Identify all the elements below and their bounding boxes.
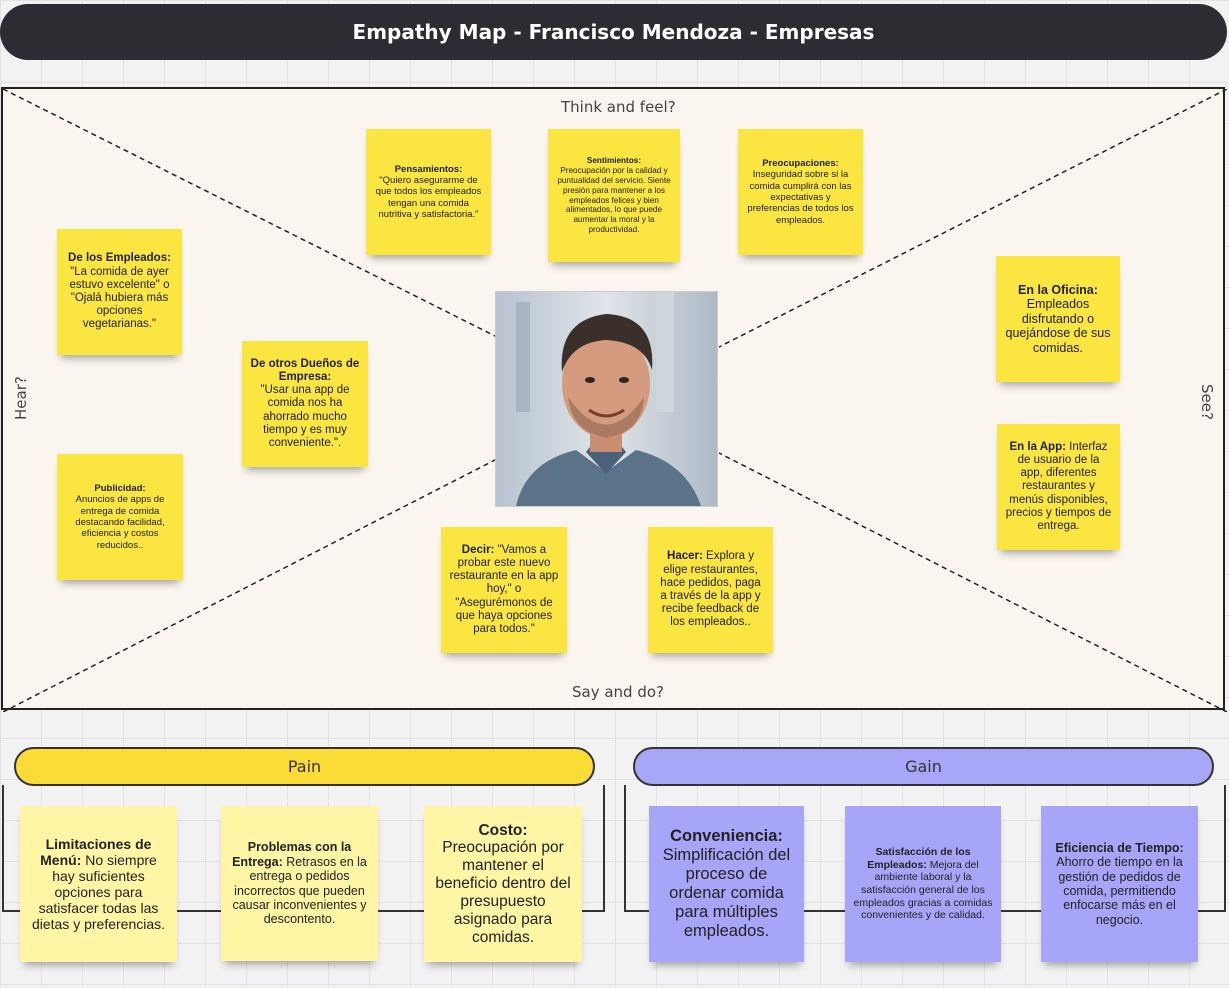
note-heading: Pensamientos:: [394, 163, 463, 175]
think-feel-label: Think and feel?: [561, 98, 676, 116]
note-text: "Vamos a probar este nuevo restaurante e…: [449, 543, 559, 636]
sticky-conveniencia[interactable]: Conveniencia:Simplificación del proceso …: [649, 806, 804, 962]
pain-pill: Pain: [14, 747, 595, 786]
sticky-en-la-oficina[interactable]: En la Oficina:Empleados disfrutando o qu…: [996, 256, 1120, 382]
note-text: Anuncios de apps de entrega de comida de…: [75, 494, 165, 551]
say-do-label: Say and do?: [572, 683, 665, 701]
note-heading: Decir:: [461, 543, 495, 556]
sticky-decir[interactable]: Decir: "Vamos a probar este nuevo restau…: [441, 527, 567, 653]
sticky-de-los-empleados[interactable]: De los Empleados: "La comida de ayer est…: [57, 229, 182, 355]
sticky-eficiencia-tiempo[interactable]: Eficiencia de Tiempo: Ahorro de tiempo e…: [1041, 806, 1198, 962]
sticky-publicidad[interactable]: Publicidad:Anuncios de apps de entrega d…: [57, 454, 183, 580]
see-label: See?: [1198, 384, 1216, 420]
note-text: "Usar una app de comida nos ha ahorrado …: [260, 384, 350, 450]
sticky-en-la-app[interactable]: En la App: Interfaz de usuario de la app…: [997, 424, 1120, 550]
note-heading: Publicidad:: [94, 482, 146, 494]
sticky-pensamientos[interactable]: Pensamientos:"Quiero asegurarme de que t…: [366, 129, 491, 255]
note-heading: De otros Dueños de Empresa:: [250, 357, 360, 383]
note-heading: Problemas con la Entrega:: [232, 840, 352, 869]
gain-pill: Gain: [633, 747, 1214, 786]
note-text: Ahorro de tiempo en la gestión de pedido…: [1056, 855, 1183, 927]
hear-label: Hear?: [12, 376, 30, 420]
note-heading: Conveniencia:: [670, 827, 783, 846]
note-text: "Quiero asegurarme de que todos los empl…: [375, 174, 482, 221]
note-text: "La comida de ayer estuvo excelente" o "…: [69, 265, 170, 331]
sticky-preocupaciones[interactable]: Preocupaciones:Inseguridad sobre si la c…: [738, 129, 863, 255]
note-text: Simplificación del proceso de ordenar co…: [662, 846, 791, 940]
note-text: Inseguridad sobre si la comida cumplirá …: [747, 169, 854, 226]
diagonal-dividers: [3, 89, 1227, 712]
note-heading: Satisfacción de los Empleados:: [867, 846, 971, 871]
sticky-sentimientos[interactable]: Sentimientos:Preocupación por la calidad…: [548, 129, 680, 262]
note-heading: Eficiencia de Tiempo:: [1055, 840, 1184, 855]
note-heading: Hacer:: [667, 550, 703, 563]
note-text: Empleados disfrutando o quejándose de su…: [1005, 297, 1111, 355]
page-title: Empathy Map - Francisco Mendoza - Empres…: [0, 4, 1227, 60]
note-heading: Sentimientos:: [586, 156, 642, 166]
note-text: Preocupación por mantener el beneficio d…: [435, 839, 571, 946]
sticky-limitaciones-menu[interactable]: Limitaciones de Menú: No siempre hay suf…: [20, 806, 177, 962]
note-text: Preocupación por la calidad y puntualida…: [557, 165, 671, 235]
sticky-satisfaccion-empleados[interactable]: Satisfacción de los Empleados: Mejora de…: [845, 806, 1001, 962]
note-heading: De los Empleados:: [68, 252, 171, 265]
note-heading: En la Oficina:: [1018, 283, 1098, 298]
note-heading: Limitaciones de Menú:: [40, 835, 152, 868]
note-heading: Costo:: [478, 821, 528, 839]
sticky-hacer[interactable]: Hacer: Explora y elige restaurantes, hac…: [648, 527, 773, 653]
note-heading: Preocupaciones:: [762, 157, 839, 169]
persona-photo: [495, 291, 718, 507]
note-text: Retrasos en la entrega o pedidos incorre…: [232, 854, 367, 927]
sticky-costo[interactable]: Costo:Preocupación por mantener el benef…: [424, 806, 582, 962]
note-text: Explora y elige restaurantes, hace pedid…: [660, 550, 761, 629]
note-heading: En la App:: [1009, 440, 1066, 453]
note-text: Mejora del ambiente laboral y la satisfa…: [853, 858, 993, 922]
sticky-de-otros-duenos[interactable]: De otros Dueños de Empresa:"Usar una app…: [242, 341, 368, 467]
note-text: No siempre hay suficientes opciones para…: [31, 851, 166, 933]
note-text: Interfaz de usuario de la app, diferente…: [1005, 440, 1112, 533]
sticky-problemas-entrega[interactable]: Problemas con la Entrega: Retrasos en la…: [221, 806, 378, 961]
